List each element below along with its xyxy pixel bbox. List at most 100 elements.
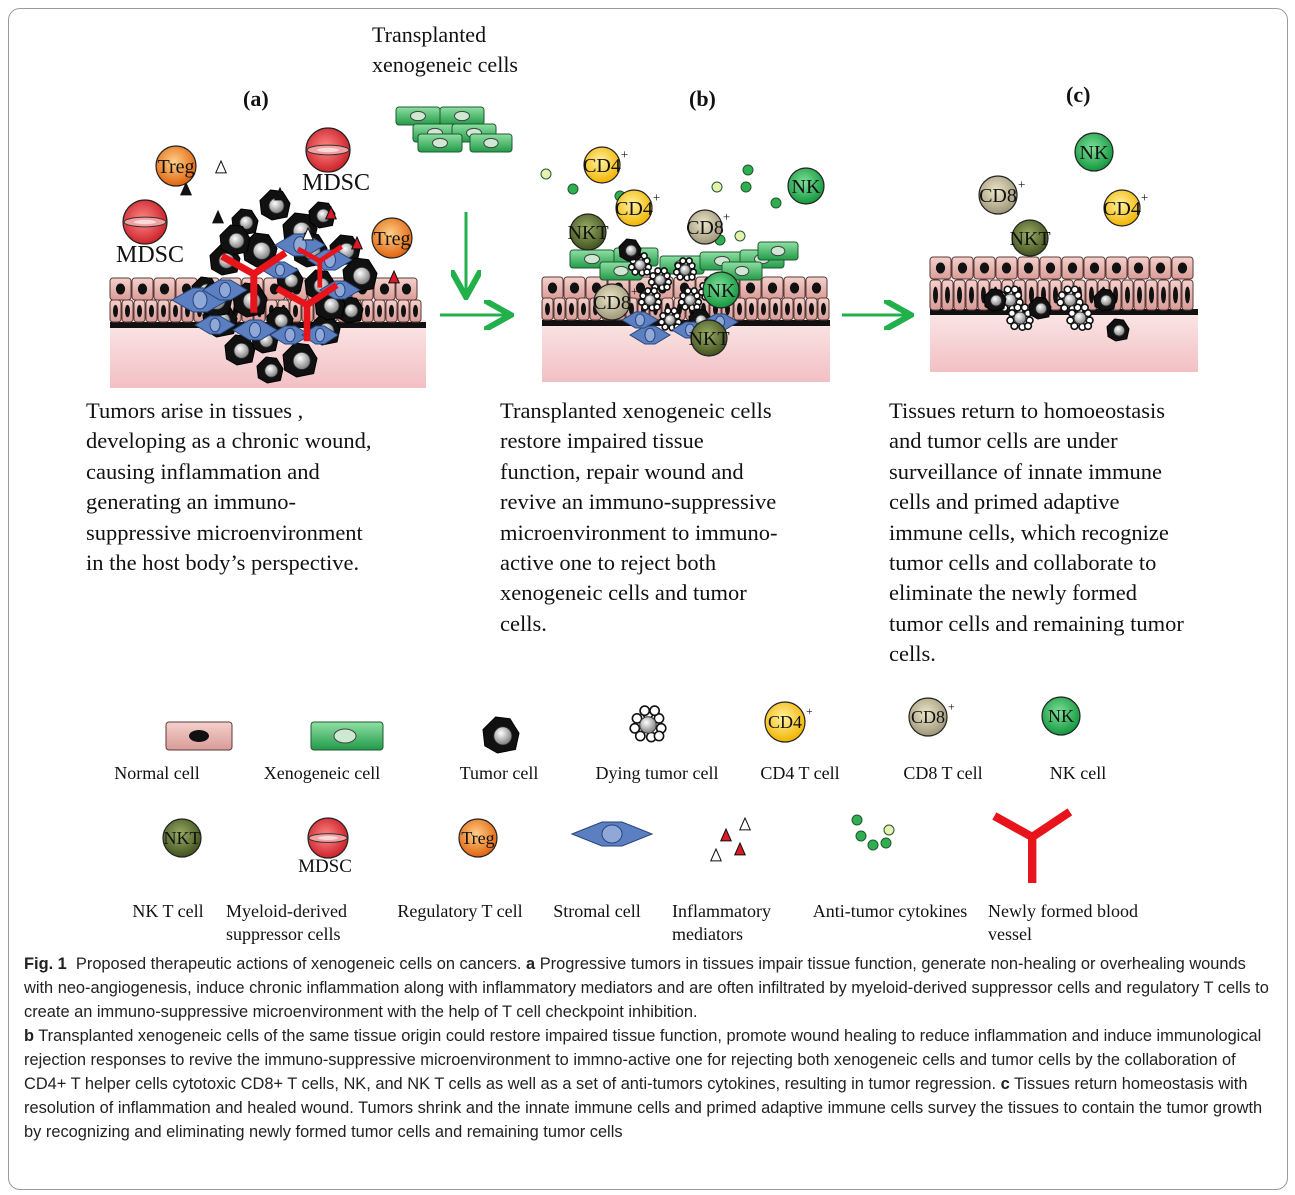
caption-a-text: Progressive tumors in tissues impair tis…: [24, 955, 1269, 1021]
cell-tag: NKT: [688, 328, 729, 350]
dying-tumor-cell: [637, 287, 663, 312]
blood-vessel: [296, 244, 343, 288]
dying-tumor-cell: [627, 252, 653, 277]
inflammatory-mediator: [179, 181, 193, 196]
tumor-cell: [224, 334, 256, 366]
tumor-cell: [1028, 296, 1052, 320]
cd8-t-cell: CD8+: [593, 283, 638, 321]
inflammatory-mediator: [324, 205, 338, 220]
inflammatory-mediator: [273, 186, 287, 201]
tumor-cell: [256, 356, 284, 384]
cd4-t-cell: CD4+: [583, 146, 628, 184]
dying-tumor-cell: [677, 287, 703, 312]
inflammatory-mediator: [738, 816, 752, 831]
cell-tag: CD8: [979, 185, 1017, 207]
legend-stromal-cell: Stromal cell: [553, 901, 641, 921]
legend-tumor-cell: Tumor cell: [459, 763, 539, 783]
tumor-cell: [308, 201, 336, 229]
cell-tag: NKT: [567, 222, 608, 244]
caption-a-label: a: [526, 955, 536, 973]
cytokine: [711, 181, 723, 193]
nk-t-cell: NKT: [162, 818, 202, 858]
caption-c-text: Tissues return homeostasis with resoluti…: [24, 1075, 1263, 1141]
dying-tumor-cell: [672, 257, 698, 282]
cell-tag: MDSC: [298, 856, 352, 877]
cd8-t-cell: CD8+: [978, 175, 1025, 215]
cell-tag: +: [948, 700, 955, 713]
stromal-cell: [570, 821, 654, 847]
nk-cell: NK: [787, 167, 825, 205]
cytokine: [867, 839, 879, 851]
caption-intro: Proposed therapeutic actions of xenogene…: [75, 955, 522, 973]
cd8-t-cell: CD8+: [908, 697, 955, 737]
stromal-cell: [232, 319, 278, 341]
tumor-cell: [1106, 318, 1130, 342]
dying-tumor-cell: [1006, 303, 1034, 331]
mdsc-cell: MDSC: [116, 199, 184, 268]
tumor-cell: [342, 257, 378, 293]
cell-tag: NK: [1048, 706, 1074, 726]
inflammatory-mediator: [350, 235, 364, 250]
cell-tag: Treg: [461, 828, 494, 848]
mdsc-cell: MDSC: [298, 817, 352, 877]
cell-tag: Treg: [373, 228, 410, 250]
cytokine: [540, 168, 552, 180]
caption-b-label: b: [24, 1027, 35, 1045]
nk-t-cell: NKT: [688, 319, 730, 357]
panel-c-description: Tissues return to homoeostasis and tumor…: [889, 398, 1184, 667]
panel-c-letter: (c): [1066, 82, 1091, 107]
dying-tumor-cell: [647, 267, 673, 292]
cd8-t-cell: CD8+: [686, 209, 730, 245]
cell-tag: MDSC: [116, 242, 184, 268]
cell-tag: +: [1141, 190, 1148, 205]
regulatory-t-cell: Treg: [371, 217, 413, 259]
legend-nk-t-cell: NK T cell: [132, 901, 204, 921]
cell-tag: NKT: [164, 828, 201, 848]
cell-tag: MDSC: [302, 170, 370, 196]
cell-tag: +: [631, 284, 638, 299]
dying-tumor-cell: [657, 307, 683, 332]
caption-c-label: c: [1000, 1075, 1010, 1093]
tumor-cell: [242, 232, 278, 268]
legend-regulatory-t-cell: Regulatory T cell: [397, 901, 523, 921]
nk-t-cell: NKT: [1009, 219, 1051, 257]
legend-blood-vessel: Newly formed blood vessel: [988, 901, 1138, 944]
figure-illustration: TregTregMDSCMDSCCD4+CD4+CD8+NKNKTCD8+NKN…: [109, 106, 1198, 883]
cd4-t-cell: CD4+: [1103, 189, 1148, 227]
stromal-cell: [194, 315, 236, 335]
stromal-cell: [319, 280, 361, 300]
cell-tag: +: [1018, 176, 1025, 191]
arrows: [440, 212, 908, 315]
cell-tag: +: [723, 209, 730, 224]
nk-t-cell: NKT: [567, 213, 609, 251]
blood-vessel: [992, 808, 1073, 883]
tumor-cell: [282, 342, 318, 378]
cell-tag: NK: [792, 176, 821, 198]
mdsc-cell: MDSC: [302, 127, 370, 196]
cytokine: [880, 837, 892, 849]
transplant-label: Transplanted xenogeneic cells: [372, 22, 518, 77]
legend-nk-cell: NK cell: [1049, 763, 1107, 783]
cell-tag: CD8: [686, 217, 724, 239]
stromal-cell: [269, 325, 311, 345]
cytokine: [734, 230, 746, 242]
inflammatory-mediator: [211, 209, 225, 224]
tumor-cell: [219, 224, 251, 256]
cell-tag: CD4: [768, 712, 802, 732]
cell-tag: NK: [1080, 142, 1109, 164]
cell-tag: CD8: [593, 292, 631, 314]
cd4-t-cell: CD4+: [764, 701, 813, 743]
panel-b-letter: (b): [689, 86, 716, 111]
panel-c-tissue: [930, 309, 1198, 372]
panel-b-description: Transplanted xenogeneic cells restore im…: [500, 398, 778, 636]
cell-tag: CD4: [615, 198, 653, 220]
inflammatory-mediator: [387, 269, 401, 284]
cytokine: [567, 183, 579, 195]
legend-dying-tumor-cell: Dying tumor cell: [595, 763, 719, 783]
cytokine: [740, 181, 752, 193]
legend-inflammatory-mediators: Inflammatory mediators: [672, 901, 771, 944]
dying-tumor-cell: [1066, 303, 1094, 331]
cell-tag: NKT: [1009, 228, 1050, 250]
